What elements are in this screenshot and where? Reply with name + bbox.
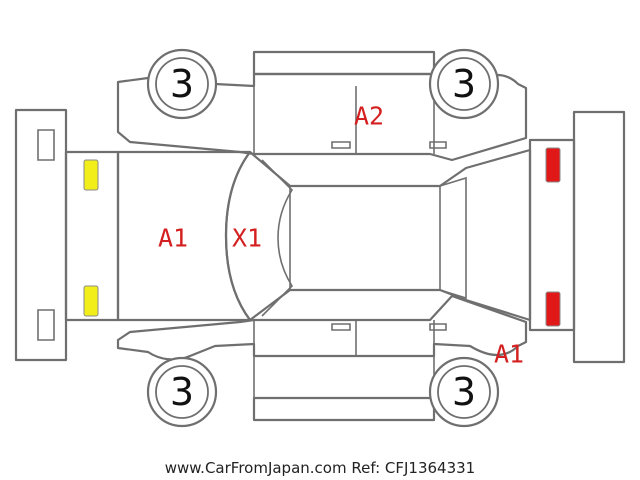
wheel-rear-left: 3 <box>428 48 500 120</box>
wheel-front-right-grade: 3 <box>170 370 194 414</box>
bottom-side-body <box>116 294 528 361</box>
front-light-left <box>83 159 99 191</box>
wheel-front-left-grade: 3 <box>170 62 194 106</box>
rear-light-right <box>545 291 561 327</box>
top-roof-strip <box>252 50 436 76</box>
damage-code-windshield: X1 <box>232 224 262 253</box>
front-lights <box>83 159 99 317</box>
rear-bumper <box>572 110 626 364</box>
front-bumper <box>14 108 68 362</box>
rear-lights <box>545 147 561 327</box>
rear-light-left <box>545 147 561 183</box>
wheel-front-right: 3 <box>146 356 218 428</box>
top-view-body <box>64 138 576 332</box>
front-light-right <box>83 285 99 317</box>
damage-code-roof-side: A2 <box>354 102 384 131</box>
bottom-roof-strip <box>252 356 436 422</box>
reference-footer: www.CarFromJapan.com Ref: CFJ1364331 <box>165 459 475 477</box>
damage-code-hood: A1 <box>158 224 188 253</box>
damage-code-rear-corner: A1 <box>494 340 524 369</box>
wheel-front-left: 3 <box>146 48 218 120</box>
wheel-rear-left-grade: 3 <box>452 62 476 106</box>
wheel-rear-right-grade: 3 <box>452 370 476 414</box>
wheel-rear-right: 3 <box>428 356 500 428</box>
